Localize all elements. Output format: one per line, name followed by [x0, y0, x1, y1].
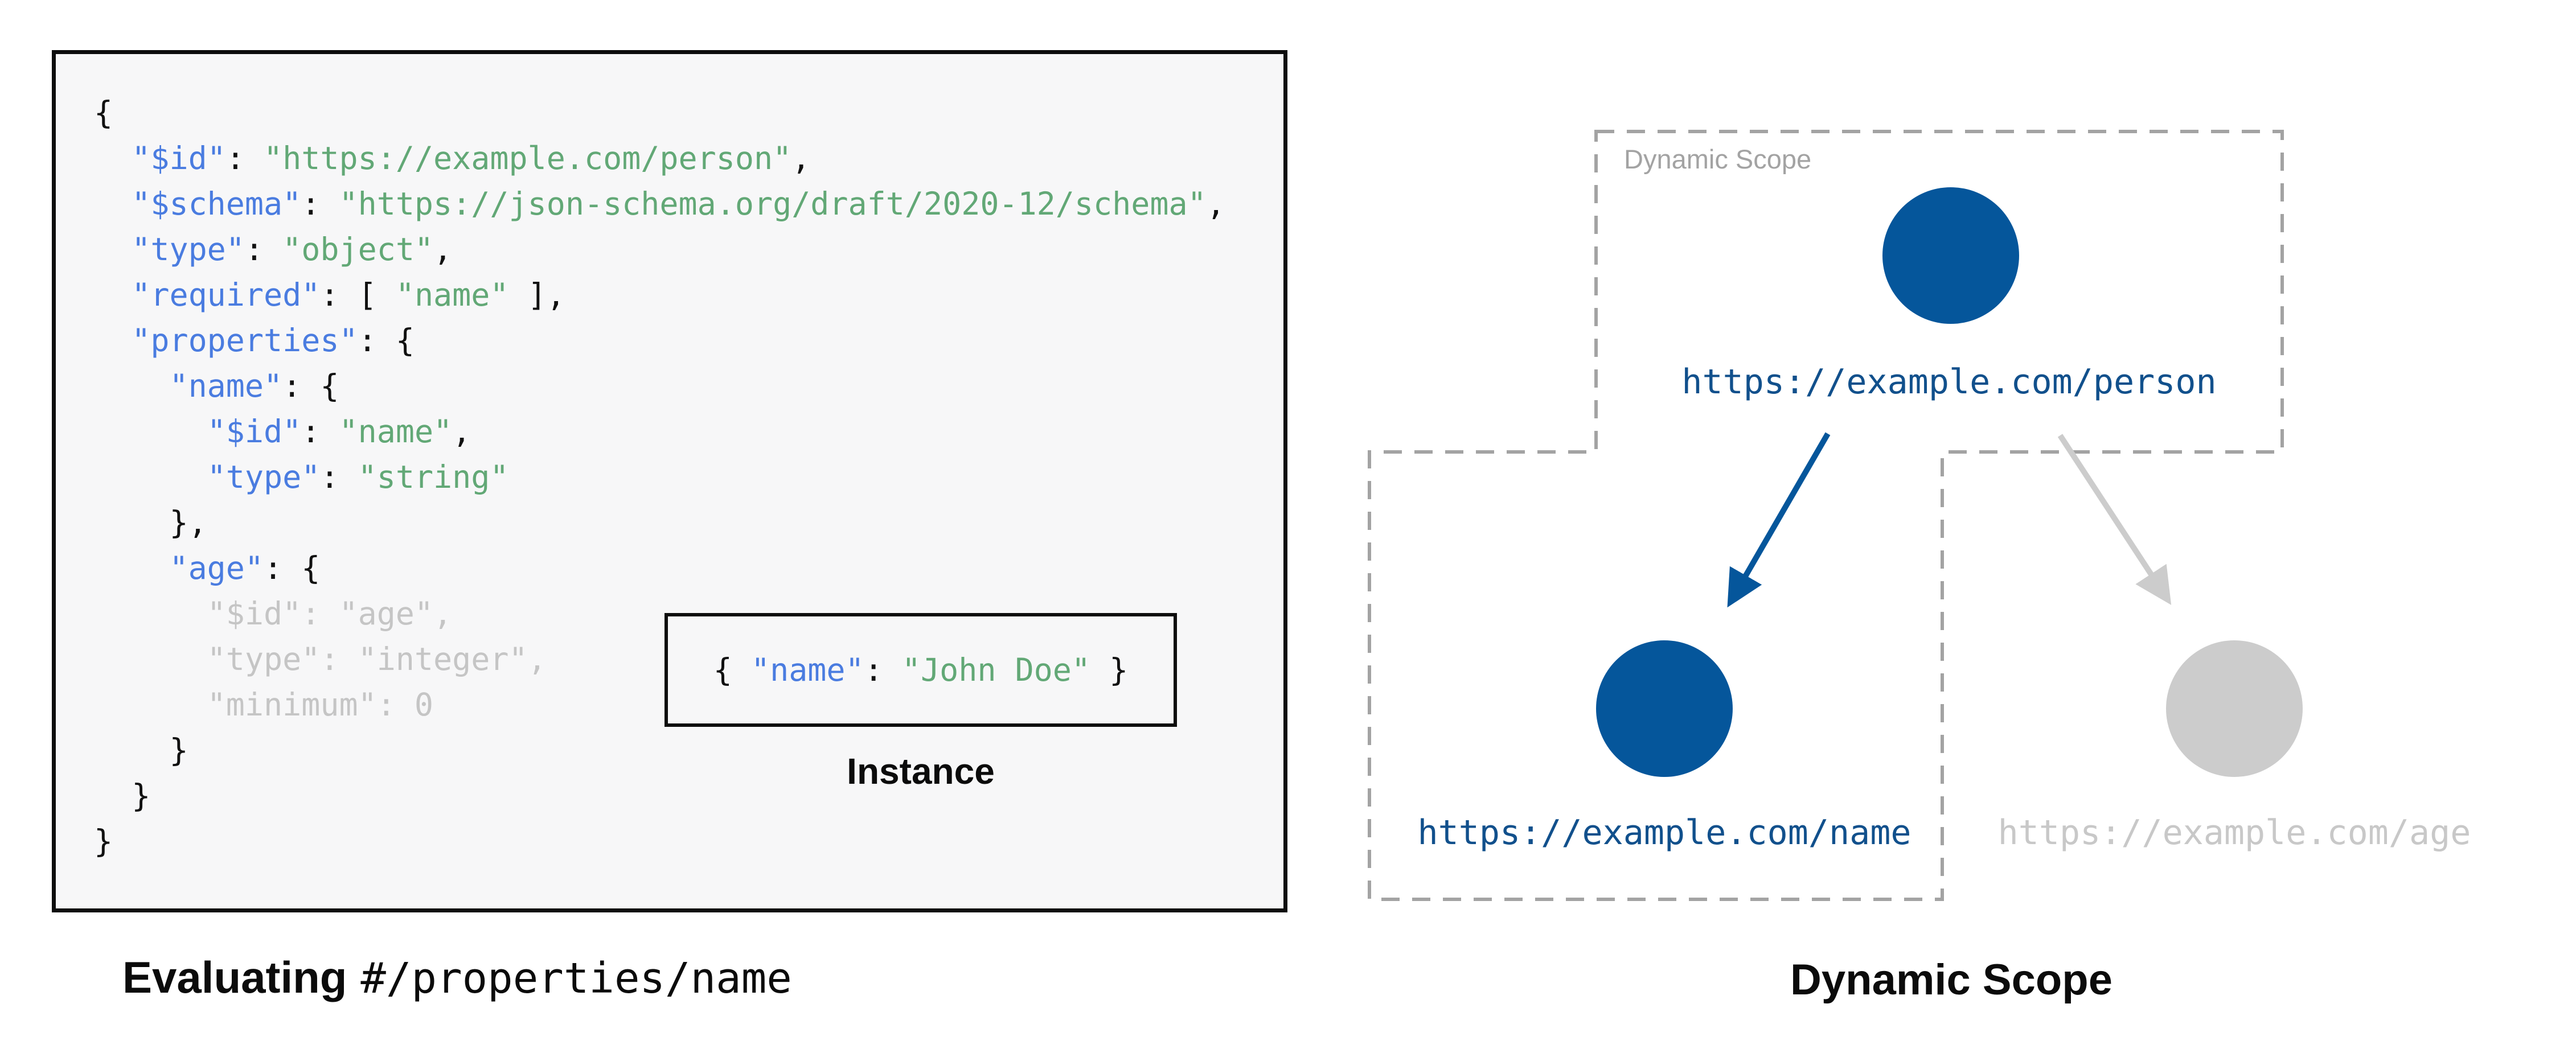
name-node-url: https://example.com/name [1417, 813, 1912, 853]
age-node-url: https://example.com/age [1997, 813, 2471, 853]
code-line: "type": "string" [207, 459, 509, 495]
code-line: "required": [ "name" ], [132, 277, 565, 313]
dynamic-scope-box-label: Dynamic Scope [1624, 144, 1812, 174]
evaluating-caption-pointer: #/properties/name [360, 954, 792, 1003]
schema-code: { "$id": "https://example.com/person", "… [94, 90, 1225, 864]
instance-label: Instance [847, 751, 995, 792]
code-line: "$id": "age", [94, 595, 453, 632]
code-line: { "name": "John Doe" } [713, 652, 1129, 688]
code-line: }, [94, 504, 207, 541]
evaluating-caption-bold: Evaluating [122, 952, 347, 1002]
age-node [2166, 640, 2303, 777]
evaluating-caption: Evaluating #/properties/name [122, 952, 792, 1003]
dynamic-scope-outline [1368, 130, 2284, 901]
person-to-name-arrow [1727, 432, 1831, 608]
code-line: { [94, 94, 113, 131]
code-line: "$schema": "https://json-schema.org/draf… [132, 186, 1225, 222]
name-node [1596, 640, 1733, 777]
code-line: "type": "integer", [94, 641, 547, 677]
code-line: "$id": "https://example.com/person", [132, 140, 811, 176]
code-line: } [94, 732, 188, 768]
person-node-url: https://example.com/person [1681, 362, 2217, 402]
dynamic-scope-caption: Dynamic Scope [1790, 956, 2113, 1004]
person-to-age-arrow [2057, 434, 2172, 605]
instance-box: { "name": "John Doe" } [664, 613, 1177, 727]
person-node [1882, 187, 2019, 324]
code-line: "$id": "name", [207, 413, 471, 450]
code-line: "age": { [169, 550, 321, 586]
code-line: "properties": { [132, 322, 415, 359]
schema-panel: { "$id": "https://example.com/person", "… [52, 50, 1287, 912]
code-line: "name": { [169, 368, 339, 404]
code-line: "minimum": 0 [94, 686, 434, 723]
code-line: } [94, 778, 151, 814]
code-line: "type": "object", [132, 231, 453, 268]
code-line: } [94, 823, 113, 859]
